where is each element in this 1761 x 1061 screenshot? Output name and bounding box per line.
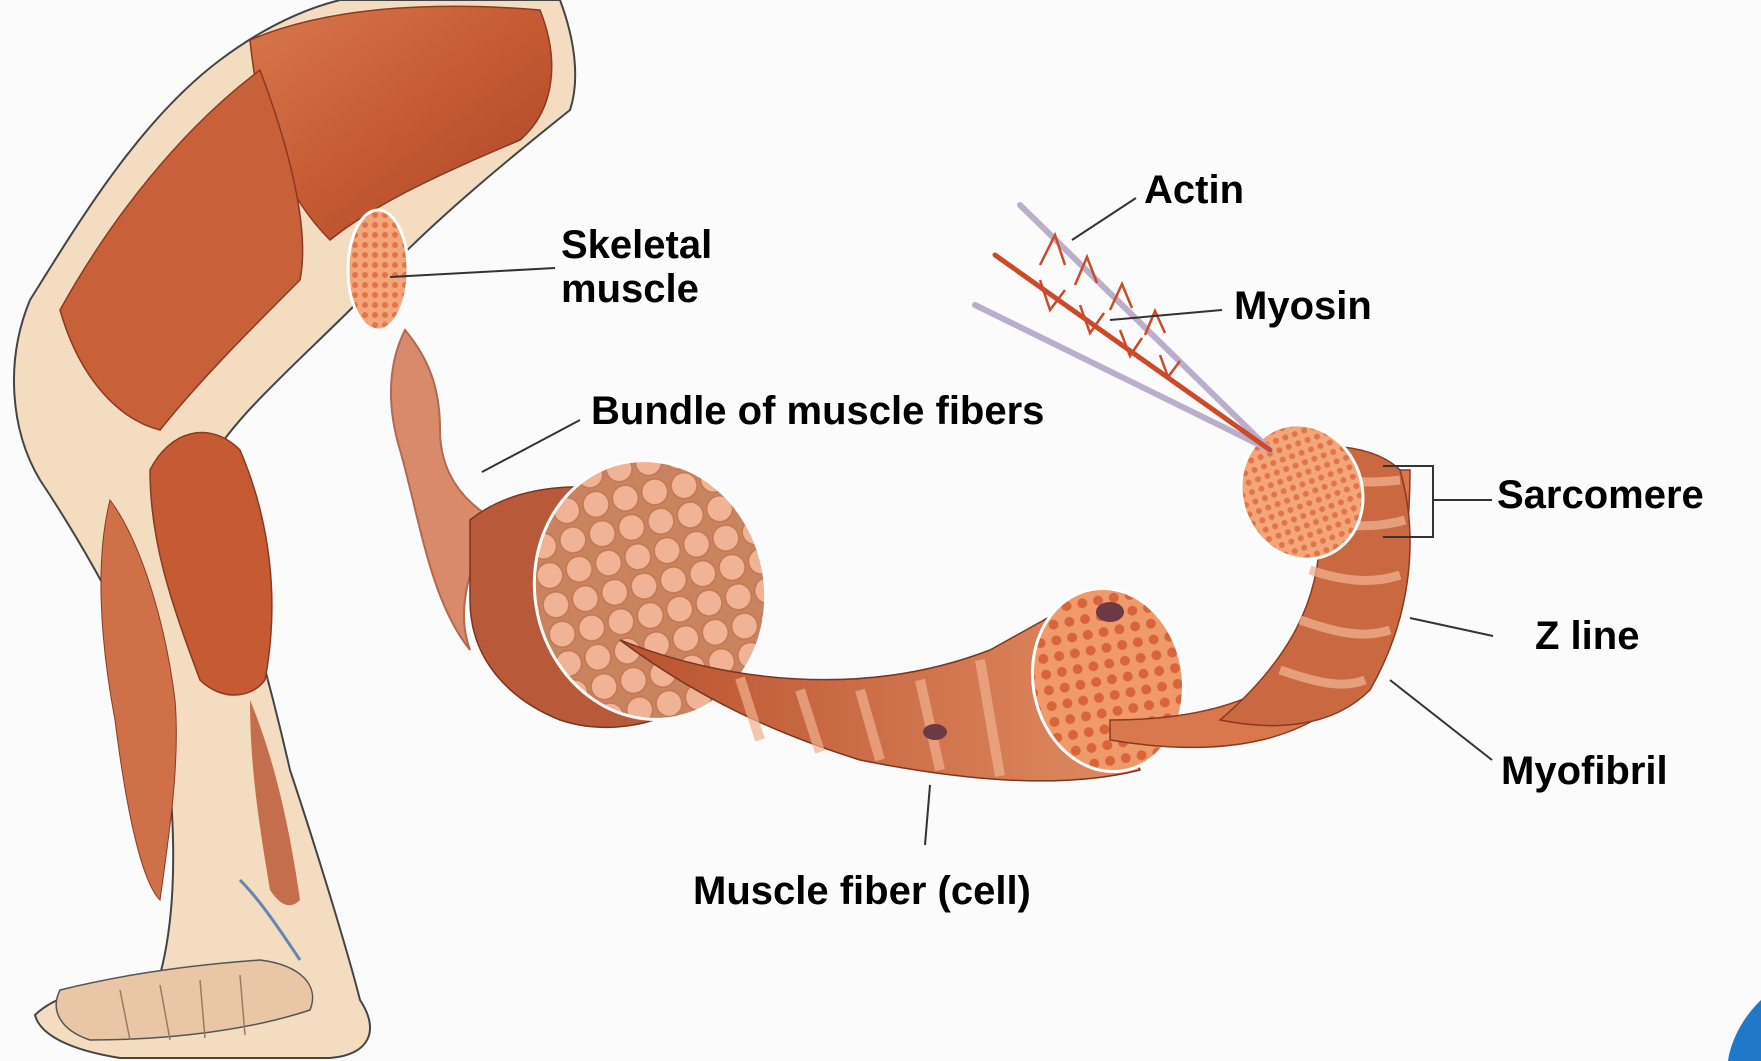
label-skeletal-muscle-line1: Skeletal — [561, 223, 712, 267]
label-skeletal-muscle: Skeletal muscle — [561, 223, 712, 311]
label-myosin: Myosin — [1234, 284, 1372, 328]
label-actin: Actin — [1144, 168, 1244, 212]
label-muscle-fiber-cell: Muscle fiber (cell) — [693, 869, 1031, 913]
corner-accent — [1728, 1000, 1761, 1061]
label-z-line: Z line — [1535, 614, 1639, 658]
label-skeletal-muscle-line2: muscle — [561, 267, 712, 311]
label-myofibril: Myofibril — [1501, 749, 1668, 793]
label-bundle-of-muscle-fibers: Bundle of muscle fibers — [591, 389, 1044, 433]
label-sarcomere: Sarcomere — [1497, 473, 1704, 517]
